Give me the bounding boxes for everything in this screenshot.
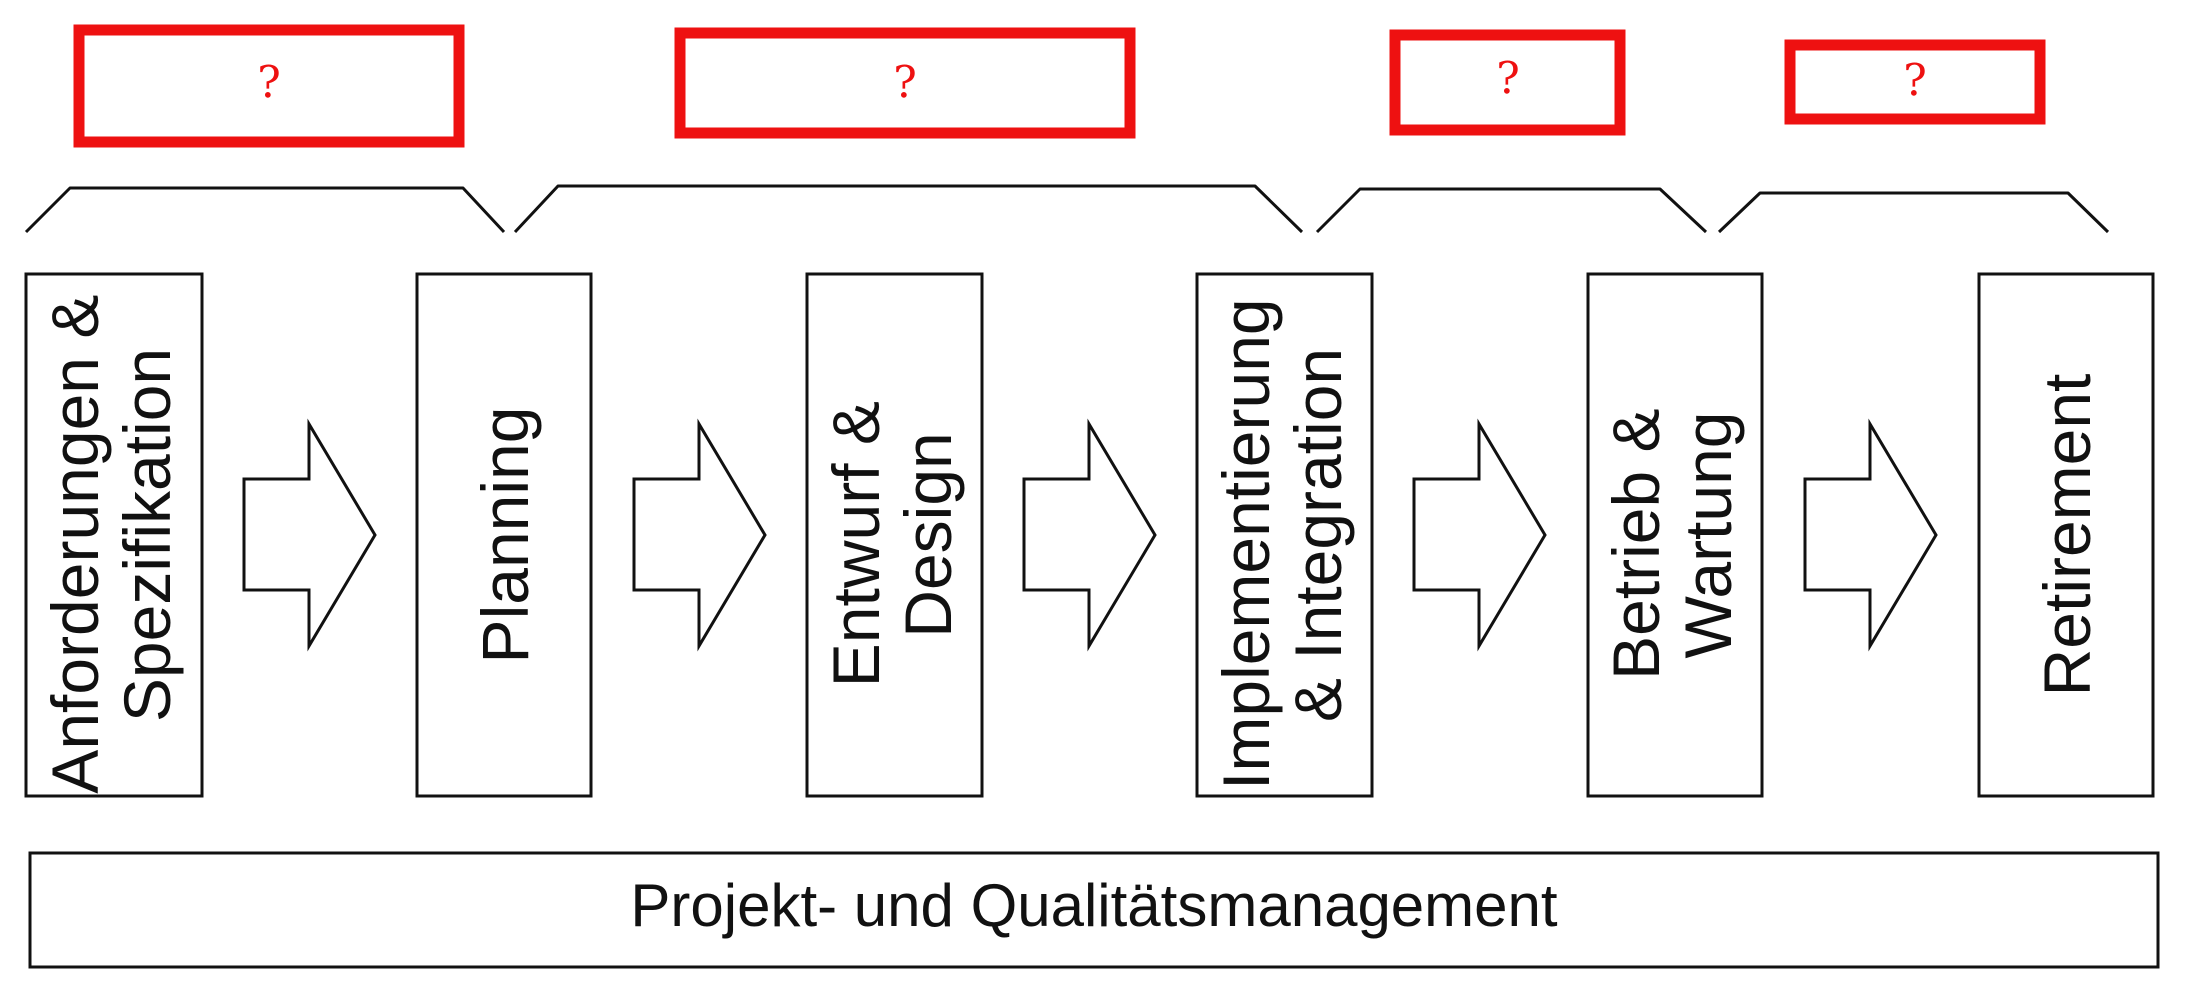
- phase-box-3: [805, 272, 984, 798]
- phase-label-4: Implementierung & Integration: [1209, 280, 1355, 790]
- question-mark: ?: [1496, 54, 1520, 105]
- group-bracket-1: [24, 186, 506, 234]
- flow-arrow-5: [1803, 418, 1938, 652]
- management-bar: [28, 851, 2160, 969]
- phase-line: & Integration: [1281, 348, 1355, 722]
- group-bracket-2: [513, 184, 1304, 234]
- group-bracket-3: [1315, 187, 1708, 234]
- question-box-1: ?: [73, 24, 465, 148]
- phase-box-6: [1977, 272, 2155, 798]
- phase-label-6: Retirement: [2030, 374, 2104, 697]
- question-box-2: ?: [674, 27, 1136, 139]
- phase-line: Wartung: [1671, 412, 1745, 659]
- phase-line: Planning: [468, 407, 542, 664]
- phase-box-5: [1586, 272, 1764, 798]
- group-bracket-4: [1717, 191, 2110, 234]
- phase-line: Anforderungen &: [38, 295, 112, 794]
- flow-arrow-1: [242, 418, 377, 652]
- flow-arrow-3: [1022, 418, 1157, 652]
- phase-label-5: Betrieb & Wartung: [1599, 390, 1745, 680]
- question-mark: ?: [1903, 56, 1927, 107]
- phase-line: Betrieb &: [1599, 408, 1673, 679]
- phase-box-2: [415, 272, 593, 798]
- question-mark: ?: [893, 58, 917, 109]
- phase-box-1: [24, 272, 204, 798]
- phase-line: Entwurf &: [819, 401, 893, 687]
- phase-line: Retirement: [2030, 374, 2104, 697]
- phase-label-3: Entwurf & Design: [819, 383, 965, 687]
- question-mark: ?: [257, 58, 281, 109]
- flow-arrow-4: [1412, 418, 1547, 652]
- question-box-4: ?: [1784, 39, 2046, 125]
- phase-label-2: Planning: [468, 407, 542, 664]
- phase-box-4: [1195, 272, 1374, 798]
- phase-label-1: Anforderungen & Spezifikation: [38, 276, 184, 793]
- phase-line: Implementierung: [1209, 298, 1283, 790]
- question-box-3: ?: [1389, 29, 1626, 136]
- management-label: Projekt- und Qualitätsmanagement: [630, 872, 1557, 939]
- flow-arrow-2: [632, 418, 767, 652]
- phase-line: Design: [891, 432, 965, 637]
- phase-line: Spezifikation: [110, 348, 184, 722]
